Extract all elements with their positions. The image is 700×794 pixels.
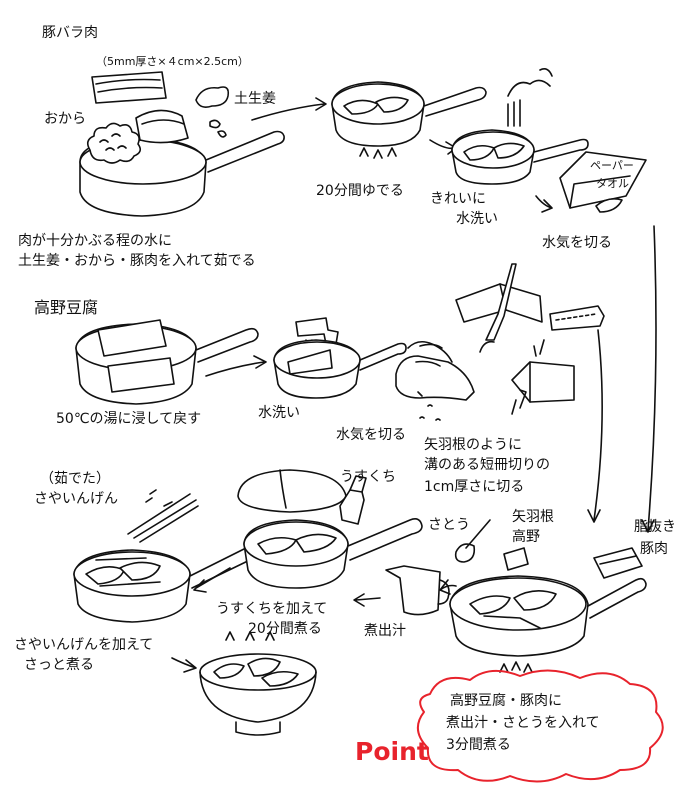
label-yabane-2: 高野 (512, 529, 540, 545)
label-usukuchi-add-2: 20分間煮る (248, 621, 322, 637)
arrow-5 (588, 330, 602, 522)
label-fatless-2: 豚肉 (640, 541, 668, 557)
fatless-pork-icon (594, 548, 642, 578)
label-usukuchi-add-1: うすくちを加えて (216, 601, 328, 617)
yabane-tofu-icon (504, 548, 528, 570)
label-beans-1: （茹でた） (40, 471, 110, 487)
arrow-4 (206, 356, 266, 376)
label-usukuchi: うすくち (340, 469, 396, 485)
label-beans-2: さやいんげん (34, 491, 118, 507)
label-pork-belly: 豚バラ肉 (42, 25, 98, 41)
arrow-9 (172, 658, 196, 672)
green-beans-icon (128, 490, 198, 542)
sugar-spoon-icon (456, 520, 490, 562)
point-cloud (418, 670, 663, 781)
label-ginger: 土生姜 (234, 91, 276, 107)
label-paper-towel-1: ペーパー (590, 159, 634, 172)
label-paper-towel-2: タオル (596, 177, 629, 190)
point-text-line3: 3分間煮る (446, 737, 511, 753)
label-cut-1: 矢羽根のように (424, 437, 522, 453)
label-rinse: 水洗い (258, 405, 300, 421)
arrow-3 (536, 196, 552, 212)
label-drain-water-2: 水気を切る (336, 427, 406, 443)
label-dashi: 煮出汁 (364, 623, 406, 639)
hands-squeeze-icon (396, 342, 474, 420)
pan-beans-icon (74, 545, 262, 622)
pan-point-icon (450, 576, 646, 672)
label-fatless-1: 脂抜き (634, 519, 676, 535)
arrow-long-right (642, 226, 656, 532)
point-text-line1: 高野豆腐・豚肉に (450, 693, 562, 709)
pan-boiling-icon (332, 82, 486, 158)
label-yabane-1: 矢羽根 (512, 509, 554, 525)
arrow-8 (440, 580, 456, 594)
strip-slice-icon (550, 306, 604, 330)
label-sugar: さとう (428, 517, 470, 533)
pork-belly-icon (92, 72, 166, 103)
label-soak: 50℃の湯に浸して戻す (56, 411, 202, 427)
paper-towel-icon (560, 152, 646, 212)
knife-cut-icon (456, 264, 542, 352)
arrow-1 (252, 98, 326, 120)
faucet-icon (508, 69, 552, 126)
pan-rinse-tofu-icon (274, 340, 406, 398)
pan-lid-icon (238, 470, 422, 588)
pot-boil-icon (80, 110, 284, 216)
label-rinse-clean-1: きれいに (430, 191, 486, 207)
label-rinse-clean-2: 水洗い (456, 211, 498, 227)
label-pork-size: （5mm厚さ×４cm×2.5cm） (96, 55, 249, 68)
pan-soak-icon (76, 320, 258, 404)
pan-rinse-icon (452, 130, 588, 184)
serving-bowl-icon (200, 632, 316, 735)
label-beans-add-2: さっと煮る (24, 657, 94, 673)
ginger-icon (196, 87, 228, 137)
label-step1-line2: 土生姜・おから・豚肉を入れて茹でる (18, 253, 256, 269)
label-okara: おから (44, 111, 86, 127)
point-text-line2: 煮出汁・さとうを入れて (446, 715, 600, 731)
label-boil-20: 20分間ゆでる (316, 183, 404, 199)
label-drain-water-1: 水気を切る (542, 235, 612, 251)
label-cut-2: 溝のある短冊切りの (424, 457, 550, 473)
label-koya-tofu: 高野豆腐 (34, 298, 99, 317)
label-cut-3: 1cm厚さに切る (424, 479, 525, 495)
arrow-6 (354, 594, 380, 606)
soy-bottle-icon (340, 476, 366, 524)
label-beans-add-1: さやいんげんを加えて (14, 637, 154, 653)
tofu-strip-icon (512, 340, 574, 414)
label-step1-line1: 肉が十分かぶる程の水に (18, 233, 172, 249)
arrow-7 (194, 568, 230, 592)
point-label: Point (355, 737, 429, 766)
